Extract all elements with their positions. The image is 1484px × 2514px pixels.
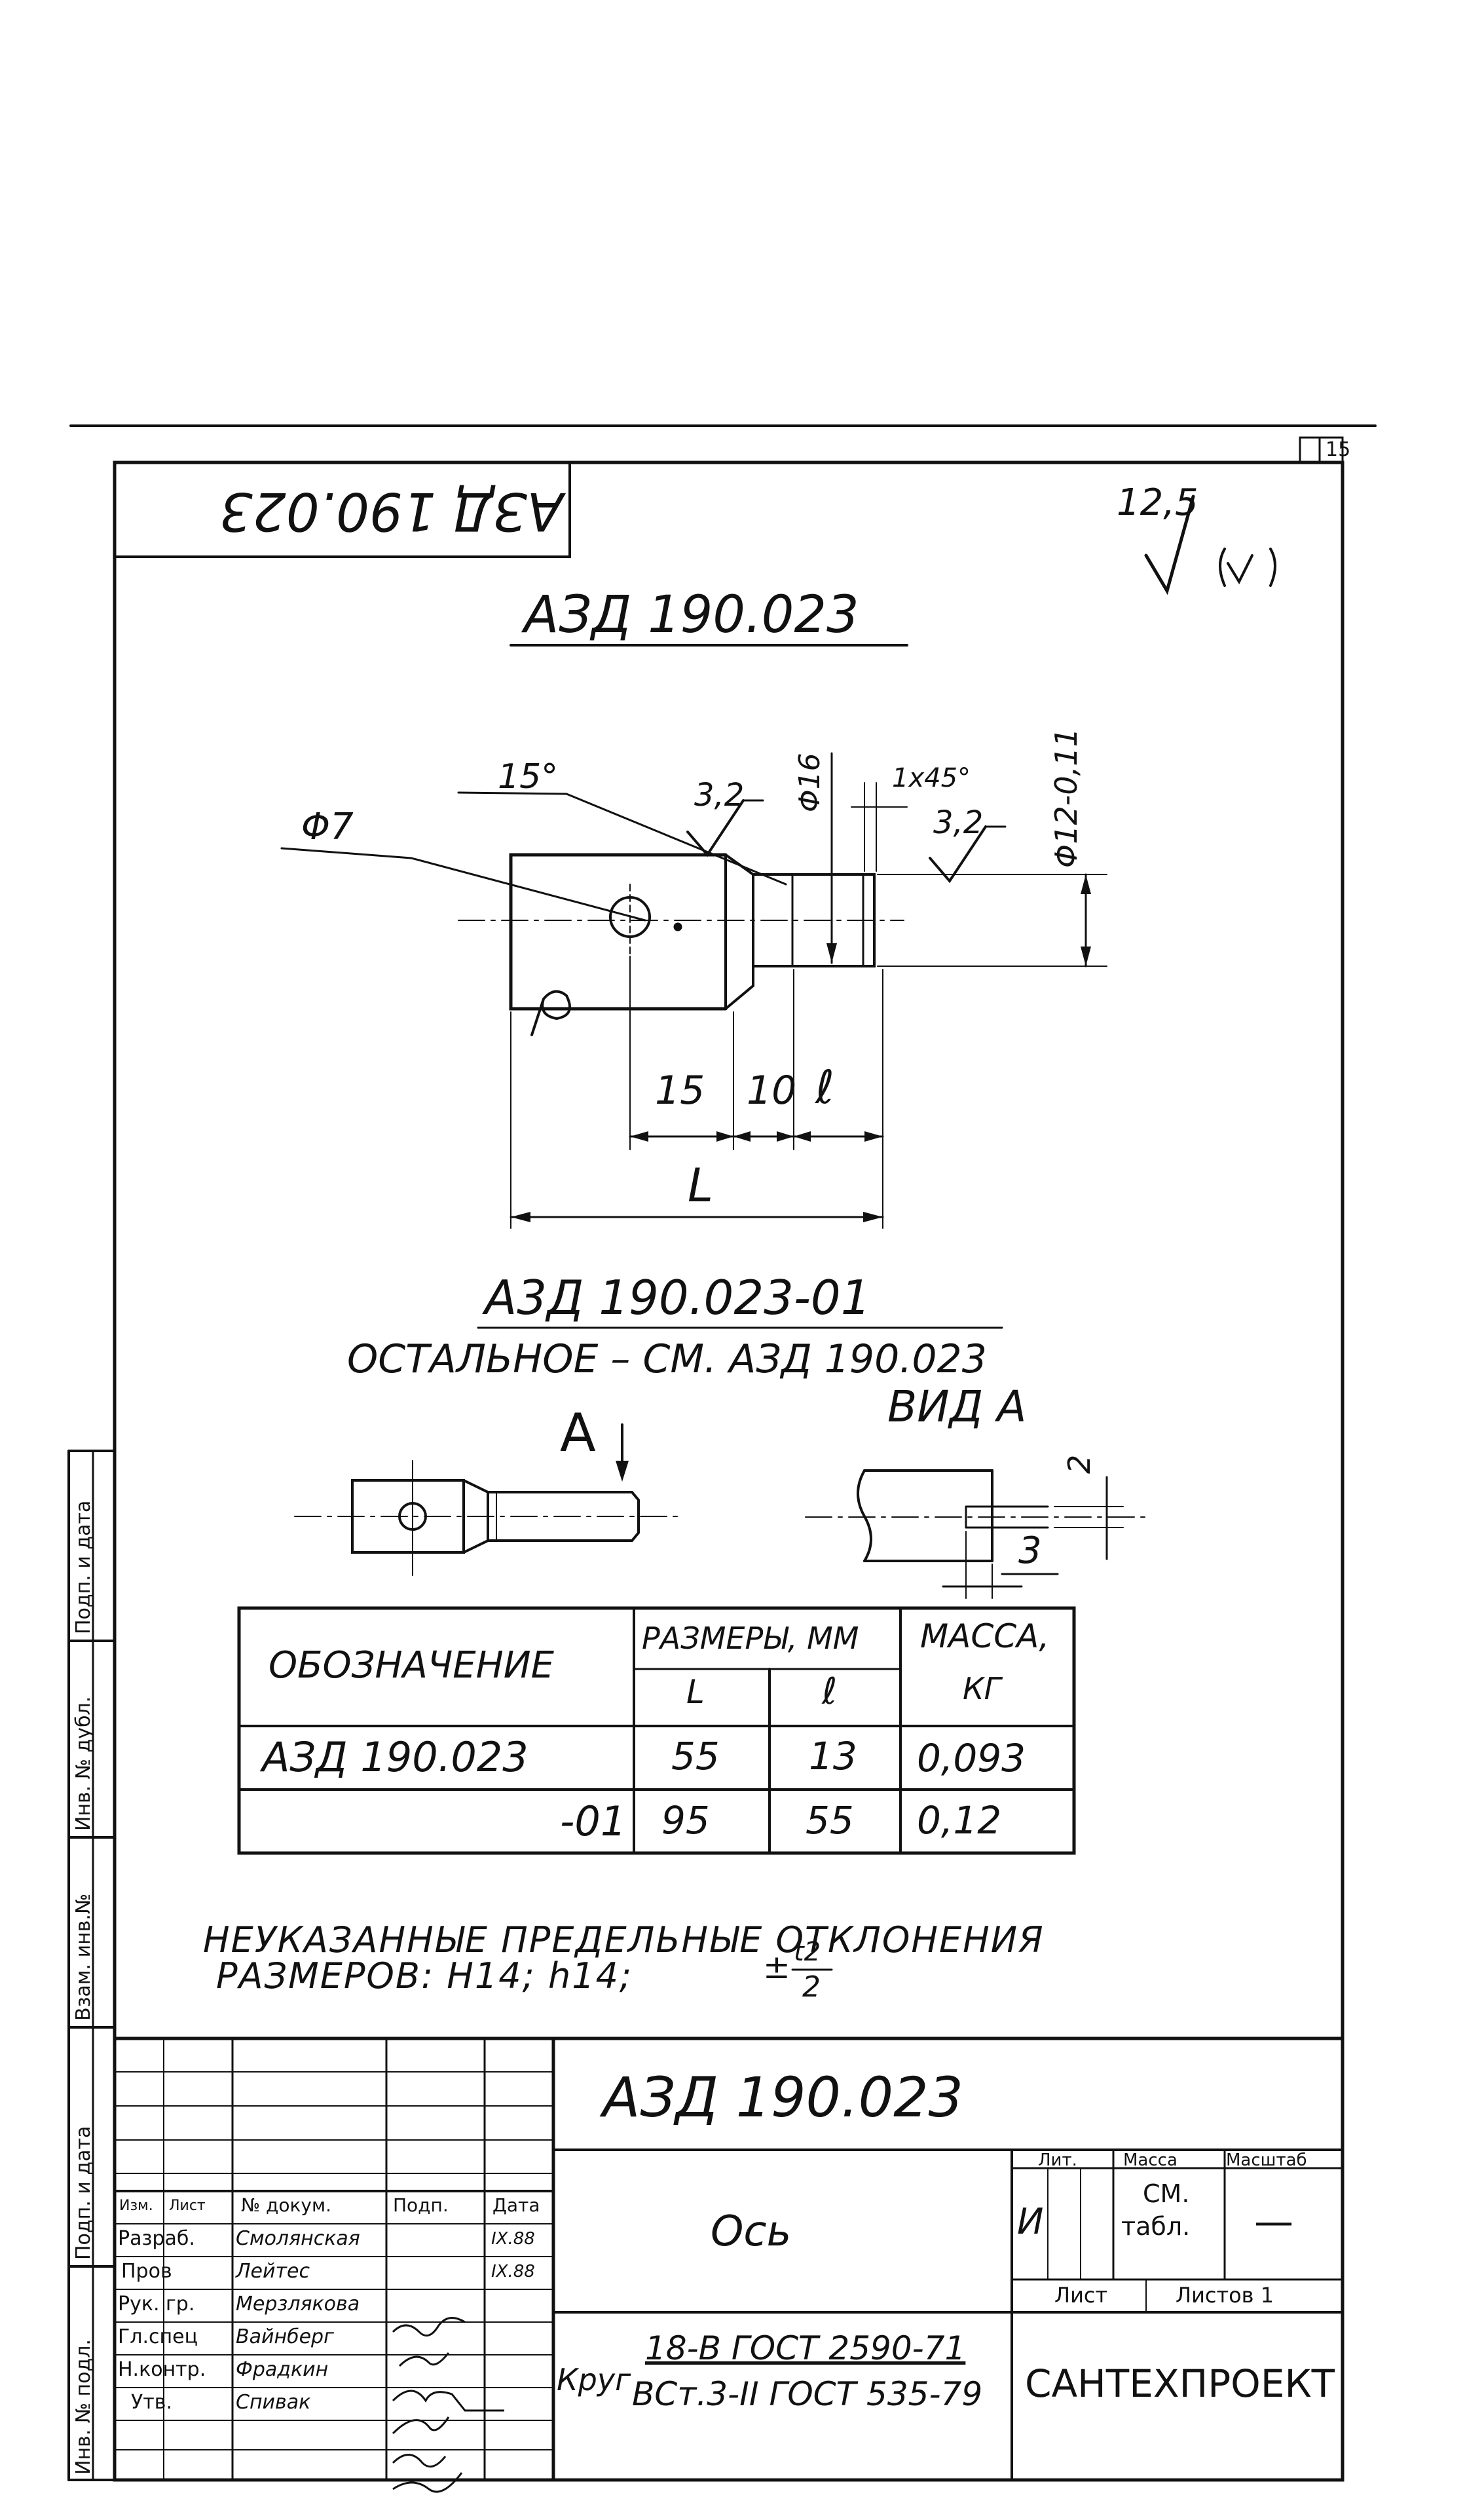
- staff-name-2: Лейтес: [236, 2260, 310, 2283]
- mass-header: Масса: [1123, 2150, 1178, 2170]
- side-label-sign-date-1: Подп. и дата: [72, 1500, 95, 1634]
- view-arrow-label: А: [560, 1402, 596, 1463]
- dim-l: ℓ: [815, 1060, 834, 1114]
- table-header-sizes: РАЗМЕРЫ, ММ: [642, 1621, 859, 1656]
- material-top: 18-В ГОСТ 2590-71: [645, 2329, 966, 2367]
- col-doc: № докум.: [241, 2194, 332, 2216]
- dim-roughness-chamfer: 3,2: [694, 777, 745, 814]
- inverted-stamp-code: АЗД 190.023: [219, 481, 563, 542]
- main-title: АЗД 190.023: [524, 586, 859, 645]
- side-label-sign-date-2: Подп. и дата: [72, 2126, 95, 2260]
- table-row-1-designation: АЗД 190.023: [262, 1733, 529, 1781]
- col-date: Дата: [492, 2194, 540, 2216]
- signatures: [392, 2317, 504, 2493]
- side-label-orig-inv: Инв. № подл.: [72, 2339, 95, 2475]
- dim-10: 10: [747, 1068, 797, 1114]
- table-row-2-designation: -01: [560, 1797, 627, 1845]
- tolerance-denominator: 2: [802, 1970, 821, 2004]
- table-header-l: ℓ: [822, 1670, 838, 1713]
- dim-phi16: Φ16: [793, 753, 826, 812]
- roughness-value: 12,5: [1117, 481, 1198, 524]
- side-label-dup-inv: Инв. № дубл.: [72, 1696, 95, 1831]
- col-izm: Изм.: [119, 2198, 153, 2214]
- scale-value: —: [1254, 2199, 1293, 2245]
- dim-phi7: Φ7: [301, 806, 354, 848]
- material-bottom: ВСт.3-II ГОСТ 535-79: [632, 2375, 983, 2413]
- table-row-2-mass: 0,12: [917, 1798, 1002, 1843]
- mass-value-1: СМ.: [1143, 2179, 1190, 2208]
- table-row-2-l: 55: [806, 1798, 854, 1843]
- table-row-1-l: 13: [809, 1734, 857, 1778]
- tolerance-line-1: НЕУКАЗАННЫЕ ПРЕДЕЛЬНЫЕ ОТКЛОНЕНИЯ: [203, 1919, 1045, 1961]
- staff-name-5: Фрадкин: [236, 2358, 329, 2381]
- lit-header: Лит.: [1038, 2150, 1077, 2170]
- staff-name-1: Смолянская: [236, 2227, 360, 2250]
- staff-date-2: IX.88: [491, 2262, 535, 2281]
- staff-role-3: Рук. гр.: [118, 2293, 195, 2316]
- view-dim-2: 2: [1062, 1454, 1097, 1474]
- variant-note: ОСТАЛЬНОЕ – СМ. АЗД 190.023: [347, 1336, 987, 1382]
- dim-phi12: Φ12-0,11: [1048, 728, 1084, 868]
- dim-roughness-right: 3,2: [933, 804, 984, 841]
- table-row-1-mass: 0,093: [917, 1736, 1026, 1780]
- tolerance-line-2: РАЗМЕРОВ: Н14; h14;: [216, 1955, 633, 1997]
- title-block-code: АЗД 190.023: [603, 2065, 964, 2129]
- staff-date-1: IX.88: [491, 2229, 535, 2249]
- dim-L: L: [688, 1159, 713, 1212]
- sheets-label: Листов 1: [1176, 2283, 1274, 2308]
- organization: САНТЕХПРОЕКТ: [1025, 2361, 1335, 2406]
- staff-role-5: Н.контр.: [118, 2358, 206, 2381]
- table-row-2-L: 95: [661, 1798, 710, 1843]
- staff-role-1: Разраб.: [118, 2227, 195, 2250]
- table-row-1-L: 55: [671, 1734, 720, 1778]
- tolerance-pm: ±: [763, 1948, 790, 1986]
- table-header-L: L: [686, 1673, 705, 1711]
- table-header-mass-unit: КГ: [963, 1671, 1001, 1706]
- staff-role-4: Гл.спец: [118, 2325, 198, 2348]
- mass-value-2: табл.: [1121, 2212, 1191, 2241]
- title-block-name: Ось: [711, 2207, 792, 2256]
- col-sign: Подп.: [393, 2194, 449, 2216]
- dim-15: 15: [655, 1068, 705, 1114]
- sheet-label: Лист: [1054, 2283, 1108, 2308]
- staff-role-2: Пров: [121, 2260, 172, 2283]
- table-header-mass: МАССА,: [920, 1617, 1050, 1655]
- staff-name-3: Мерзлякова: [236, 2293, 360, 2316]
- dim-chamfer: 1x45°: [892, 763, 971, 793]
- scale-header: Масштаб: [1226, 2150, 1307, 2170]
- lit-value: И: [1017, 2201, 1044, 2242]
- staff-name-6: Спивак: [236, 2391, 311, 2414]
- material-prefix: Круг: [557, 2362, 631, 2397]
- col-list: Лист: [169, 2198, 206, 2214]
- sheet-corner-number: 15: [1326, 438, 1351, 461]
- staff-role-6: Утв.: [131, 2391, 172, 2414]
- variant-title: А3Д 190.023-01: [485, 1270, 871, 1325]
- tolerance-numerator: t2: [794, 1937, 821, 1967]
- view-label: ВИД А: [887, 1381, 1027, 1432]
- view-dim-3: 3: [1018, 1529, 1042, 1572]
- dim-angle: 15°: [498, 757, 559, 797]
- table-header-designation: ОБОЗНАЧЕНИЕ: [269, 1644, 555, 1687]
- side-label-replace-inv: Взам. инв.№: [72, 1893, 95, 2021]
- staff-name-4: Вайнберг: [236, 2325, 334, 2348]
